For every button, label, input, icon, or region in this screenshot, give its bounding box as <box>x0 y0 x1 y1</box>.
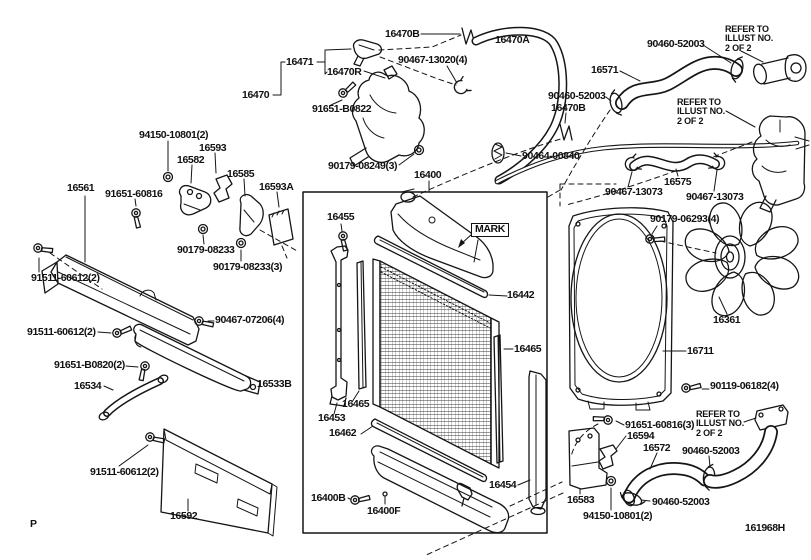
part-label-90179-08233-2: 90179-08233(3) <box>213 261 283 273</box>
support-bar-group <box>31 140 300 346</box>
refer-note-3: REFER TO ILLUST NO. 2 OF 2 <box>696 409 744 438</box>
part-label-90467-07206: 90467-07206(4) <box>215 314 285 326</box>
part-label-16585: 16585 <box>227 168 255 180</box>
part-label-90467-13020: 90467-13020(4) <box>398 54 468 66</box>
radiator-assembly-group <box>302 138 617 534</box>
fan-group <box>644 201 800 317</box>
part-label-16465-2: 16465 <box>342 398 370 410</box>
part-label-16593a: 16593A <box>259 181 294 193</box>
part-label-16470a: 16470A <box>495 34 530 46</box>
part-label-16575: 16575 <box>664 176 692 188</box>
page-marker: P <box>30 518 37 530</box>
part-label-16561: 16561 <box>67 182 95 194</box>
part-label-16582: 16582 <box>177 154 205 166</box>
part-label-90460-52003-4: 90460-52003 <box>652 496 710 508</box>
part-label-16400f: 16400F <box>367 505 401 517</box>
part-label-16400: 16400 <box>414 169 442 181</box>
part-label-90467-13073-1: 90467-13073 <box>605 186 663 198</box>
part-label-16470r: 16470R <box>327 66 362 78</box>
diagram-code: 161968H <box>745 522 785 534</box>
part-label-90460-52003-3: 90460-52003 <box>682 445 740 457</box>
part-label-91651-60816: 91651-60816 <box>105 188 163 200</box>
part-label-16361: 16361 <box>713 314 741 326</box>
upper-hose-group <box>560 44 807 213</box>
part-label-90179-08249: 90179-08249(3) <box>328 160 398 172</box>
part-label-16711: 16711 <box>687 345 714 357</box>
mark-tag: MARK <box>471 223 509 238</box>
fan-shroud-group <box>568 207 710 411</box>
part-label-91511-60612-1: 91511-60612(2) <box>31 272 100 284</box>
part-label-90179-08233-1: 90179-08233 <box>177 244 235 256</box>
part-label-16572: 16572 <box>643 442 671 454</box>
part-label-16594: 16594 <box>627 430 655 442</box>
part-label-90460-52003-1: 90460-52003 <box>647 38 705 50</box>
part-label-16462: 16462 <box>329 427 357 439</box>
part-label-16571: 16571 <box>591 64 619 76</box>
part-label-94150-10801-2: 94150-10801(2) <box>583 510 653 522</box>
part-label-91511-60612-2: 91511-60612(2) <box>27 326 96 338</box>
part-label-16454: 16454 <box>489 479 517 491</box>
lower-brackets-group <box>97 314 278 537</box>
part-label-16442: 16442 <box>507 289 535 301</box>
part-label-16470b-2: 16470B <box>551 102 586 114</box>
part-label-91651-b0820: 91651-B0820(2) <box>54 359 125 371</box>
part-label-16583: 16583 <box>567 494 595 506</box>
part-label-16465-1: 16465 <box>514 343 542 355</box>
part-label-91651-60816-3: 91651-60816(3) <box>625 419 695 431</box>
part-label-90119-06182: 90119-06182(4) <box>710 380 779 392</box>
reservoir-tank-group <box>272 26 810 185</box>
outlet-pipe-group <box>423 404 789 557</box>
part-label-16455: 16455 <box>327 211 355 223</box>
part-label-16400b: 16400B <box>311 492 346 504</box>
part-label-91511-60612-3: 91511-60612(2) <box>90 466 159 478</box>
part-label-16533b: 16533B <box>257 378 292 390</box>
refer-note-2: REFER TO ILLUST NO. 2 OF 2 <box>677 97 725 126</box>
part-label-90467-13073-2: 90467-13073 <box>686 191 744 203</box>
part-label-91651-b0822: 91651-B0822 <box>312 103 372 115</box>
part-label-16592: 16592 <box>170 510 198 522</box>
refer-note-1: REFER TO ILLUST NO. 2 OF 2 <box>725 24 773 53</box>
part-label-16453: 16453 <box>318 412 346 424</box>
part-label-90179-06293: 90179-06293(4) <box>650 213 720 225</box>
part-label-16471: 16471 <box>286 56 314 68</box>
part-label-90460-52003-2: 90460-52003 <box>548 90 606 102</box>
part-label-16470: 16470 <box>242 89 270 101</box>
part-label-16593: 16593 <box>199 142 227 154</box>
part-label-90464-00840: 90464-00840 <box>522 150 580 162</box>
part-label-94150-10801-1: 94150-10801(2) <box>139 129 209 141</box>
part-label-16534: 16534 <box>74 380 102 392</box>
part-label-16470b: 16470B <box>385 28 420 40</box>
